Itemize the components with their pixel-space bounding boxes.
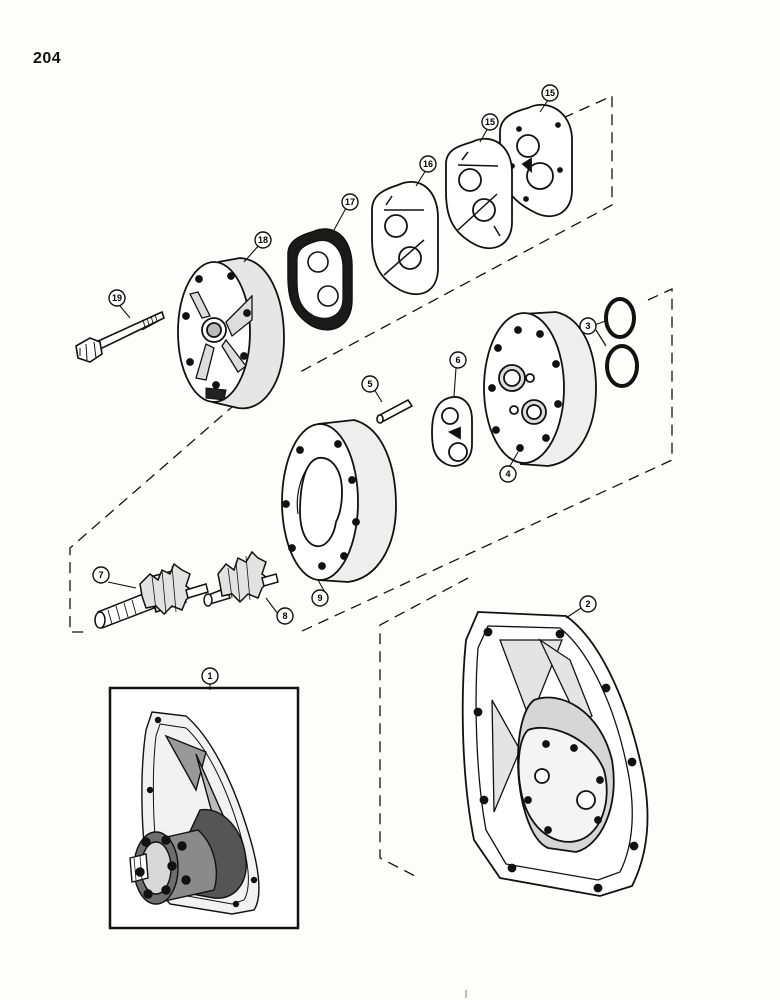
callout-9: 9 xyxy=(311,589,329,607)
callout-3-label: 3 xyxy=(585,321,590,331)
part-16-gasket xyxy=(371,181,439,295)
callout-1: 1 xyxy=(201,667,219,685)
part-2-mounting-flange xyxy=(461,611,649,897)
callout-1-label: 1 xyxy=(207,671,212,681)
callout-5-label: 5 xyxy=(367,379,372,389)
callout-16-label: 16 xyxy=(423,159,433,169)
dashed-group-outlines xyxy=(69,94,673,877)
page-number: 204 xyxy=(33,50,62,67)
callout-8-label: 8 xyxy=(282,611,287,621)
callout-15-label: 15 xyxy=(485,117,495,127)
callout-9-label: 9 xyxy=(317,593,322,603)
part-15-gasket xyxy=(445,137,513,249)
callout-10: 15 xyxy=(541,84,559,102)
callout-15: 15 xyxy=(481,113,499,131)
callout-6: 6 xyxy=(449,351,467,369)
callout-16: 16 xyxy=(419,155,437,173)
callout-3: 3 xyxy=(579,317,597,335)
part-1-assembly-inset xyxy=(108,686,300,930)
callout-10-label: 15 xyxy=(545,88,555,98)
callout-7: 7 xyxy=(92,566,110,584)
part-7-drive-gear xyxy=(94,562,209,630)
assembly-photo xyxy=(129,711,260,915)
part-17-seal xyxy=(287,228,353,331)
callout-2: 2 xyxy=(579,595,597,613)
callout-6-label: 6 xyxy=(455,355,460,365)
callout-2-label: 2 xyxy=(585,599,590,609)
part-8-driven-gear xyxy=(203,550,279,607)
callout-balloons: 15 15 16 17 18 19 3 4 5 6 7 8 9 2 1 xyxy=(92,84,597,685)
callout-7-label: 7 xyxy=(98,570,103,580)
part-9-gear-housing xyxy=(281,419,397,583)
part-18-end-cover xyxy=(177,257,285,410)
part-3-o-rings xyxy=(595,297,639,388)
part-4-pump-body xyxy=(483,311,597,467)
part-5-dowel-pin xyxy=(376,398,414,424)
callout-19-label: 19 xyxy=(112,293,122,303)
part-10-end-plate xyxy=(499,103,573,217)
part-6-wear-plate xyxy=(431,396,473,467)
callout-17: 17 xyxy=(341,193,359,211)
callout-18: 18 xyxy=(254,231,272,249)
callout-8: 8 xyxy=(276,607,294,625)
callout-17-label: 17 xyxy=(345,197,355,207)
callout-5: 5 xyxy=(361,375,379,393)
callout-4-label: 4 xyxy=(505,469,510,479)
leader-lines xyxy=(107,99,609,690)
part-19-bolt xyxy=(75,310,165,363)
callout-19: 19 xyxy=(108,289,126,307)
callout-4: 4 xyxy=(499,465,517,483)
callout-18-label: 18 xyxy=(258,235,268,245)
